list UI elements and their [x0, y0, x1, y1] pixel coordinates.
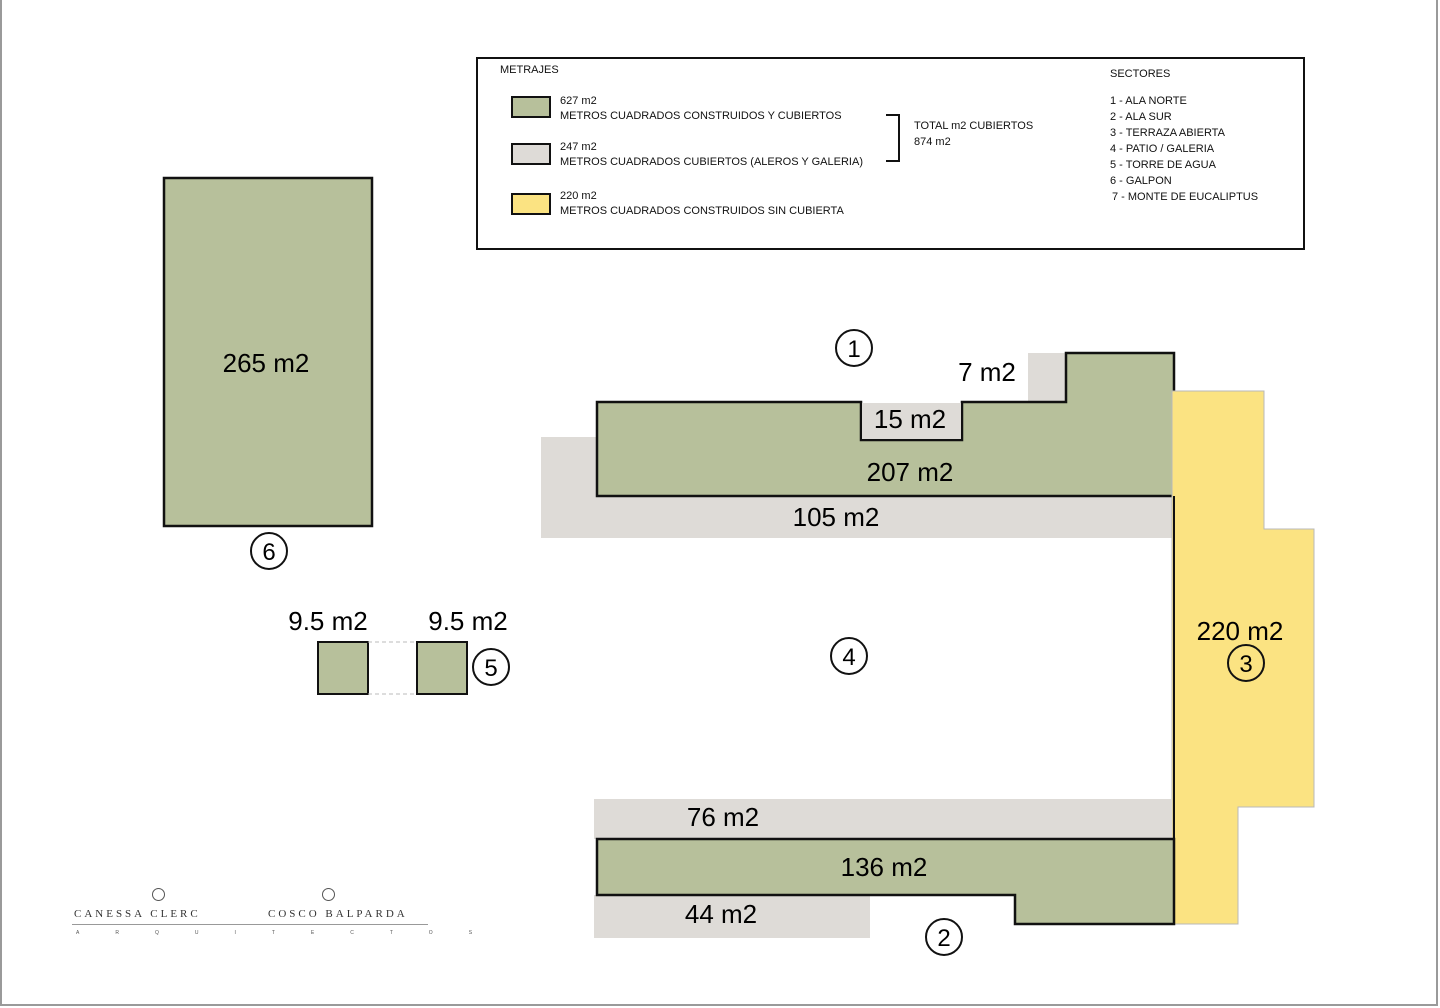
legend-title: METRAJES [500, 64, 559, 76]
tower-right-area-label: 9.5 m2 [428, 606, 508, 636]
north-main-area-label: 207 m2 [867, 457, 954, 487]
sector-item: 4 - PATIO / GALERIA [1110, 143, 1215, 155]
terrace-block [1171, 390, 1315, 925]
total-bracket [886, 114, 900, 162]
marker-3 [1227, 644, 1265, 682]
legend-swatch-uncovered [511, 193, 551, 215]
marker-4 [830, 637, 868, 675]
north-small-covered-block [1028, 353, 1068, 403]
north-notch-area-label: 15 m2 [874, 404, 946, 434]
sector-item: 2 - ALA SUR [1110, 111, 1172, 123]
architects-logo: CANESSA CLERC COSCO BALPARDA ARQUITECTOS [72, 886, 472, 942]
sector-item: 1 - ALA NORTE [1110, 95, 1187, 107]
tower-left-area-label: 9.5 m2 [288, 606, 368, 636]
sector-item: 6 - GALPON [1110, 175, 1172, 187]
legend-item-covered: 247 m2 METROS CUADRADOS CUBIERTOS (ALERO… [560, 140, 863, 170]
marker-2-label: 2 [937, 925, 950, 952]
legend-item-value: 247 m2 [560, 141, 597, 153]
sector-item: 5 - TORRE DE AGUA [1110, 159, 1216, 171]
north-notch-block [862, 403, 961, 439]
legend-total-value: 874 m2 [914, 136, 951, 148]
legend-box: METRAJES 627 m2 METROS CUADRADOS CONSTRU… [476, 57, 1305, 250]
south-gallery-block [594, 799, 1172, 839]
legend-item-desc: METROS CUADRADOS CONSTRUIDOS Y CUBIERTOS [560, 110, 842, 122]
south-eave-area-label: 44 m2 [685, 899, 757, 929]
north-small-area-label: 7 m2 [958, 357, 1016, 387]
marker-6-label: 6 [262, 539, 275, 566]
legend-item-desc: METROS CUADRADOS CONSTRUIDOS SIN CUBIERT… [560, 205, 844, 217]
logo-name-right: COSCO BALPARDA [268, 908, 408, 920]
south-main-block [595, 837, 1176, 926]
marker-6 [250, 532, 288, 570]
marker-1-label: 1 [847, 336, 860, 363]
north-gallery-area-label: 105 m2 [793, 502, 880, 532]
marker-4-label: 4 [842, 644, 855, 671]
legend-item-built-covered: 627 m2 METROS CUADRADOS CONSTRUIDOS Y CU… [560, 94, 842, 124]
logo-mark-left-icon [152, 888, 165, 901]
marker-1 [835, 329, 873, 367]
sector-item: 3 - TERRAZA ABIERTA [1110, 127, 1225, 139]
legend-item-desc: METROS CUADRADOS CUBIERTOS (ALEROS Y GAL… [560, 156, 863, 168]
legend-swatch-covered [511, 143, 551, 165]
marker-3-label: 3 [1239, 651, 1252, 678]
sectors-title: SECTORES [1110, 68, 1171, 80]
legend-total-label: TOTAL m2 CUBIERTOS [914, 120, 1034, 132]
south-main-area-label: 136 m2 [841, 852, 928, 882]
marker-2 [925, 918, 963, 956]
logo-mark-right-icon [322, 888, 335, 901]
south-gallery-area-label: 76 m2 [687, 802, 759, 832]
galpon-block [162, 176, 374, 528]
logo-subtitle: ARQUITECTOS [76, 930, 509, 936]
sector-item: 7 - MONTE DE EUCALIPTUS [1112, 191, 1259, 203]
logo-name-left: CANESSA CLERC [74, 908, 201, 920]
galpon-area-label: 265 m2 [223, 348, 310, 378]
legend-swatch-built-covered [511, 96, 551, 118]
legend-total: TOTAL m2 CUBIERTOS 874 m2 [914, 118, 1033, 150]
tower-left-block [317, 641, 369, 695]
north-main-block [595, 351, 1176, 498]
marker-5-label: 5 [484, 655, 497, 682]
legend-item-uncovered: 220 m2 METROS CUADRADOS CONSTRUIDOS SIN … [560, 189, 844, 219]
south-eave-block [594, 895, 870, 938]
tower-right-block [416, 641, 468, 695]
legend-item-value: 627 m2 [560, 95, 597, 107]
terrace-area-label: 220 m2 [1197, 616, 1284, 646]
sectors-list: SECTORES 1 - ALA NORTE 2 - ALA SUR 3 - T… [1110, 68, 1258, 205]
legend-item-value: 220 m2 [560, 190, 597, 202]
marker-5 [472, 648, 510, 686]
logo-divider [72, 924, 428, 925]
